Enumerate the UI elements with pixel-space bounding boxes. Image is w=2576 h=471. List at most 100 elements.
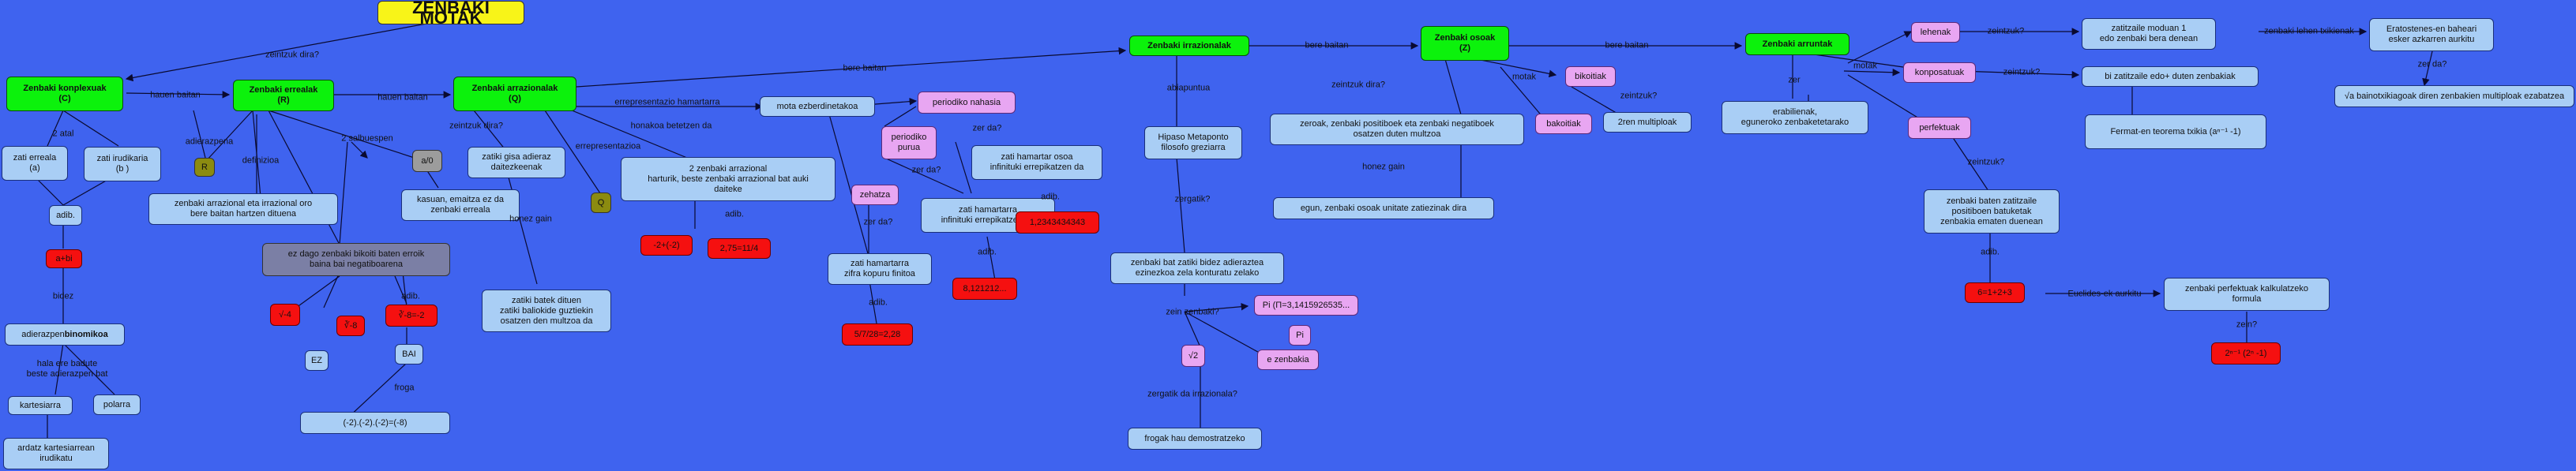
node-perfect-definition[interactable]: zenbaki baten zatitzaile positiboen batu… bbox=[1924, 189, 2060, 234]
node-binomial-expression[interactable]: adierazpen binomikoa bbox=[5, 323, 125, 346]
node-imaginary-part[interactable]: zati irudikaria (b ) bbox=[84, 147, 161, 181]
node-sqrt-prime[interactable]: √a bainotxikiagoak diren zenbakien multi… bbox=[2334, 85, 2574, 107]
node-ez[interactable]: EZ bbox=[305, 350, 329, 371]
node-euclid-formula-text[interactable]: zenbaki perfektuak kalkulatzeko formula bbox=[2164, 278, 2330, 311]
node-even-numbers[interactable]: bikoitiak bbox=[1565, 66, 1616, 87]
node-q-symbol[interactable]: Q bbox=[591, 193, 611, 213]
node-cbrt-neg8[interactable]: ∛-8 bbox=[336, 316, 365, 336]
node-complex-numbers[interactable]: Zenbaki konplexuak (C) bbox=[6, 77, 123, 111]
label-zeintzuk-dira-2: zeintzuk dira? bbox=[449, 121, 503, 131]
label-honakoa: honakoa betetzen da bbox=[630, 121, 712, 131]
label-zenbaki-lehen: zenbaki lehen txikienak bbox=[2264, 26, 2354, 36]
label-errepresentazio-hamartarra: errepresentazio hamartarra bbox=[614, 97, 720, 107]
node-cartesian-axis[interactable]: ardatz kartesiarrean irudikatu bbox=[3, 438, 109, 469]
node-complex-example-value[interactable]: a+bi bbox=[46, 249, 82, 268]
node-exact-decimal-text[interactable]: zati hamartarra zifra kopuru finitoa bbox=[828, 253, 932, 285]
label-adib-4: adib. bbox=[978, 247, 997, 257]
node-decimal-types[interactable]: mota ezberdinetakoa bbox=[760, 96, 875, 117]
node-real-part[interactable]: zati erreala (a) bbox=[2, 146, 68, 181]
label-zergatik: zergatik? bbox=[1174, 194, 1211, 204]
label-adib-5: adib. bbox=[1041, 192, 1060, 202]
label-hauen-baitan-2: hauen baitan bbox=[377, 92, 428, 103]
node-equivalent-fractions[interactable]: zatiki batek dituen zatiki baliokide guz… bbox=[482, 290, 611, 332]
label-bi-salbuespen: 2 salbuespen bbox=[341, 133, 393, 144]
label-bi-atal: 2 atal bbox=[52, 129, 74, 139]
node-euclid-formula[interactable]: 2ⁿ⁻¹ (2ⁿ -1) bbox=[2211, 342, 2281, 364]
node-mixed-example[interactable]: 1,2343434343 bbox=[1016, 211, 1099, 234]
node-cartesian[interactable]: kartesiarra bbox=[8, 396, 73, 415]
node-example-complex[interactable]: adib. bbox=[49, 205, 82, 226]
node-pi-value[interactable]: Pi (Π=3,1415926535... bbox=[1254, 295, 1358, 316]
node-composite-definition[interactable]: bi zatitzaile edo+ duten zenbakiak bbox=[2082, 66, 2259, 87]
binomial-text: adierazpen bbox=[21, 329, 65, 339]
binomial-bold: binomikoa bbox=[64, 329, 108, 339]
node-rational-numbers[interactable]: Zenbaki arrazionalak (Q) bbox=[453, 77, 576, 111]
node-r-symbol[interactable]: R bbox=[194, 158, 215, 177]
node-exact-decimal[interactable]: zehatza bbox=[851, 185, 899, 205]
node-perfect-numbers[interactable]: perfektuak bbox=[1908, 117, 1971, 139]
label-zer-da: zer da? bbox=[972, 123, 1002, 133]
label-adib-6: adib. bbox=[1981, 247, 2000, 257]
label-motak-2: motak bbox=[1853, 61, 1877, 71]
label-zer-da-2: zer da? bbox=[911, 165, 941, 175]
node-pure-example[interactable]: 8,121212... bbox=[952, 278, 1017, 300]
label-zein-zenbaki: zein zenbaki? bbox=[1166, 307, 1219, 317]
node-odd-numbers[interactable]: bakoitiak bbox=[1535, 114, 1592, 134]
node-prime-numbers[interactable]: lehenak bbox=[1911, 22, 1960, 43]
label-zer-da-4: zer da? bbox=[2417, 59, 2447, 69]
label-bere-baitan-3: bere baitan bbox=[1605, 40, 1649, 50]
node-cbrt-neg8-full[interactable]: ∛-8=-2 bbox=[385, 305, 437, 327]
label-froga: froga bbox=[394, 383, 415, 393]
node-exact-example[interactable]: 5/7/28=2,28 bbox=[842, 323, 913, 346]
node-composite-numbers[interactable]: konposatuak bbox=[1903, 62, 1976, 83]
node-integer-numbers[interactable]: Zenbaki osoak (Z) bbox=[1421, 26, 1509, 61]
node-hippasus[interactable]: Hipaso Metaponto filosofo greziarra bbox=[1144, 126, 1242, 159]
node-demonstrations[interactable]: frogak hau demostratzeko bbox=[1128, 428, 1262, 450]
node-eratosthenes[interactable]: Eratostenes-en baheari esker azkarren au… bbox=[2369, 18, 2494, 51]
label-zeintzuk-dira-3: zeintzuk dira? bbox=[1331, 80, 1385, 90]
node-e-number[interactable]: e zenbakia bbox=[1257, 350, 1319, 370]
node-fermat[interactable]: Fermat-en teorema txikia (aⁿ⁻¹ -1) bbox=[2085, 114, 2266, 149]
node-real-definition[interactable]: zenbaki arrazional eta irrazional oro be… bbox=[148, 193, 338, 225]
node-integer-units[interactable]: egun, zenbaki osoak unitate zatiezinak d… bbox=[1273, 197, 1494, 219]
node-integer-definition[interactable]: zeroak, zenbaki positiboek eta zenbaki n… bbox=[1270, 114, 1524, 145]
node-natural-numbers[interactable]: Zenbaki arruntak bbox=[1745, 33, 1849, 55]
node-example-q1[interactable]: -2+(-2) bbox=[640, 235, 693, 256]
node-irrational-numbers[interactable]: Zenbaki irrazionalak bbox=[1129, 36, 1249, 56]
label-adierazpena: adierazpena bbox=[185, 136, 234, 147]
node-periodic-pure[interactable]: periodiko purua bbox=[881, 126, 937, 159]
node-perfect-example[interactable]: 6=1+2+3 bbox=[1965, 282, 2025, 303]
node-polar[interactable]: polarra bbox=[93, 394, 141, 415]
node-prime-definition[interactable]: zatitzaile moduan 1 edo zenbaki bera den… bbox=[2082, 18, 2216, 50]
node-a-over-zero[interactable]: a/0 bbox=[412, 150, 442, 172]
node-natural-definition[interactable]: erabilienak, eguneroko zenbaketetarako bbox=[1722, 101, 1868, 134]
node-fraction-expressible[interactable]: zatiki gisa adieraz daitezkeenak bbox=[468, 147, 565, 178]
node-multiples-of-two[interactable]: 2ren multiploak bbox=[1603, 112, 1692, 133]
label-adib-3: adib. bbox=[869, 297, 888, 308]
label-zeintzuk-3: zeintzuk? bbox=[2003, 67, 2041, 77]
node-sqrt2[interactable]: √2 bbox=[1181, 345, 1205, 367]
label-zer-da-3: zer da? bbox=[863, 217, 893, 227]
label-zeintzuk: zeintzuk? bbox=[1620, 91, 1658, 101]
label-bidez: bidez bbox=[52, 291, 74, 301]
node-mixed-periodic-text[interactable]: zati hamartar osoa infinituki errepikatz… bbox=[971, 145, 1102, 180]
label-zeintzuk-2: zeintzuk? bbox=[1987, 26, 2025, 36]
node-bai[interactable]: BAI bbox=[395, 344, 423, 364]
node-density-property[interactable]: 2 zenbaki arrazional harturik, beste zen… bbox=[621, 157, 836, 201]
label-definizioa: definizioa bbox=[242, 155, 280, 166]
label-bere-baitan-2: bere baitan bbox=[1305, 40, 1349, 50]
node-a-zero-text[interactable]: kasuan, emaitza ez da zenbaki erreala bbox=[401, 189, 520, 221]
node-sqrt-neg4[interactable]: √-4 bbox=[270, 304, 300, 326]
node-example-q2[interactable]: 2,75=11/4 bbox=[708, 238, 771, 259]
node-check[interactable]: (-2).(-2).(-2)=(-8) bbox=[300, 412, 450, 434]
label-honez-gain-2: honez gain bbox=[1362, 162, 1405, 172]
page-title: ZENBAKI MOTAK bbox=[377, 0, 524, 27]
node-irrational-definition[interactable]: zenbaki bat zatiki bidez adieraztea ezin… bbox=[1110, 252, 1284, 284]
node-real-numbers[interactable]: Zenbaki errealak (R) bbox=[233, 80, 334, 111]
label-bere-baitan: bere baitan bbox=[843, 63, 887, 73]
node-periodic-mixed[interactable]: periodiko nahasia bbox=[918, 92, 1016, 114]
node-negative-root[interactable]: ez dago zenbaki bikoiti baten erroik bai… bbox=[262, 243, 450, 276]
label-adib-1: adib. bbox=[401, 291, 420, 301]
label-abiapuntua: abiapuntua bbox=[1166, 83, 1211, 93]
node-pi[interactable]: Pi bbox=[1289, 325, 1311, 346]
